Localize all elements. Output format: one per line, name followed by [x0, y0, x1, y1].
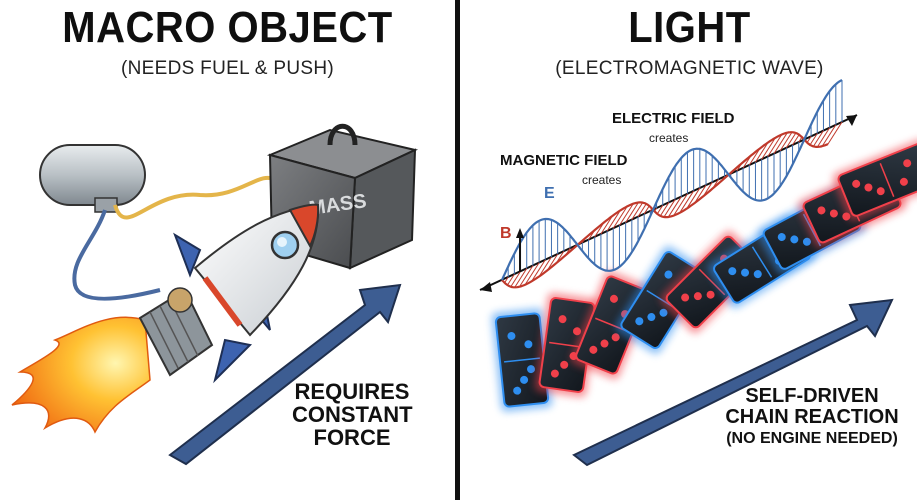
magnetic-field-vector — [761, 137, 776, 160]
magnetic-field-vector — [514, 268, 528, 288]
electric-field-wave — [500, 79, 843, 281]
panel-divider — [455, 0, 460, 500]
magnetic-field-wave — [501, 131, 829, 289]
magnetic-field-vector — [538, 256, 552, 277]
dominoes — [491, 138, 917, 412]
magnetic-field-vector — [679, 190, 695, 214]
rocket-illustration: MASS — [11, 123, 419, 466]
rocket-body — [193, 203, 320, 337]
magnetic-field-vector — [817, 127, 831, 148]
magnetic-field-vector — [531, 259, 546, 282]
magnetic-field-vector — [686, 187, 701, 209]
magnetic-field-vector — [792, 134, 800, 146]
magnetic-field-vector — [524, 262, 540, 286]
b-axis-label: B — [500, 225, 512, 242]
magnetic-field-vector — [767, 134, 783, 157]
panel-subtitle-light: (ELECTROMAGNETIC WAVE) — [555, 58, 824, 79]
panel-title-macro: MACRO OBJECT — [62, 4, 393, 52]
magnetic-field-vector — [606, 210, 621, 232]
magnetic-field-vector — [809, 133, 818, 146]
force-line-3: FORCE — [313, 425, 391, 451]
magnetic-field-vector — [694, 184, 707, 204]
rocket-flame — [11, 316, 151, 434]
magnetic-field-vector — [821, 124, 837, 147]
chain-arrow — [572, 298, 894, 467]
panel-subtitle-macro: (NEEDS FUEL & PUSH) — [121, 58, 334, 79]
mass-block: MASS — [266, 123, 419, 270]
magnetic-field-vector — [656, 205, 664, 215]
magnetic-field-vector — [510, 271, 521, 287]
magnetic-field-vector — [667, 196, 682, 218]
chain-line-3: (NO ENGINE NEEDED) — [726, 430, 898, 447]
domino-tile — [832, 138, 917, 222]
electric-field-creates: creates — [649, 131, 689, 145]
magnetic-field-vector — [785, 132, 797, 149]
magnetic-field-vector — [755, 142, 769, 163]
force-arrow — [168, 283, 402, 466]
magnetic-field-vector — [519, 265, 534, 288]
panel-title-light: LIGHT — [628, 4, 751, 52]
magnetic-field-vector — [673, 193, 688, 216]
magnetic-field-vector — [659, 202, 670, 217]
magnetic-field-vector — [773, 132, 788, 154]
domino-tile — [535, 292, 599, 398]
magnetic-field-vector — [748, 148, 761, 166]
e-axis-label: E — [544, 185, 555, 202]
light-panel: LIGHT (ELECTROMAGNETIC WAVE) B E ELECT — [462, 0, 917, 500]
magnetic-field-creates: creates — [582, 173, 622, 187]
force-line-2: CONSTANT — [292, 402, 413, 428]
magnetic-field-vector — [812, 130, 824, 147]
magnetic-field-vector — [827, 121, 843, 145]
magnetic-field-vector — [507, 273, 515, 286]
chain-line-2: CHAIN REACTION — [725, 406, 899, 428]
magnetic-field-vector — [600, 215, 613, 235]
magnetic-field-vector — [625, 202, 639, 223]
chain-line-1: SELF-DRIVEN — [745, 385, 879, 407]
magnetic-field-vector — [663, 199, 676, 218]
magnetic-field-vector — [612, 206, 628, 229]
electric-field-label: ELECTRIC FIELD — [612, 110, 735, 127]
magnetic-field-vector — [619, 203, 634, 226]
magnetic-field-vector — [779, 131, 793, 151]
magnetic-field-vector — [637, 203, 647, 218]
rocket-nozzle — [138, 287, 214, 377]
magnetic-field-label: MAGNETIC FIELD — [500, 152, 628, 169]
requires-constant-force-label: REQUIRES CONSTANT FORCE — [292, 379, 413, 451]
magnetic-field-vector — [631, 202, 644, 220]
em-wave-illustration: B E — [479, 79, 917, 467]
fuel-tank — [39, 144, 146, 213]
self-driven-chain-label: SELF-DRIVEN CHAIN REACTION (NO ENGINE NE… — [707, 386, 917, 448]
force-line-1: REQUIRES — [294, 379, 410, 404]
magnetic-field-vector — [806, 136, 812, 143]
macro-object-panel: MACRO OBJECT (NEEDS FUEL & PUSH) — [0, 0, 455, 500]
magnetic-field-vector — [643, 205, 650, 215]
